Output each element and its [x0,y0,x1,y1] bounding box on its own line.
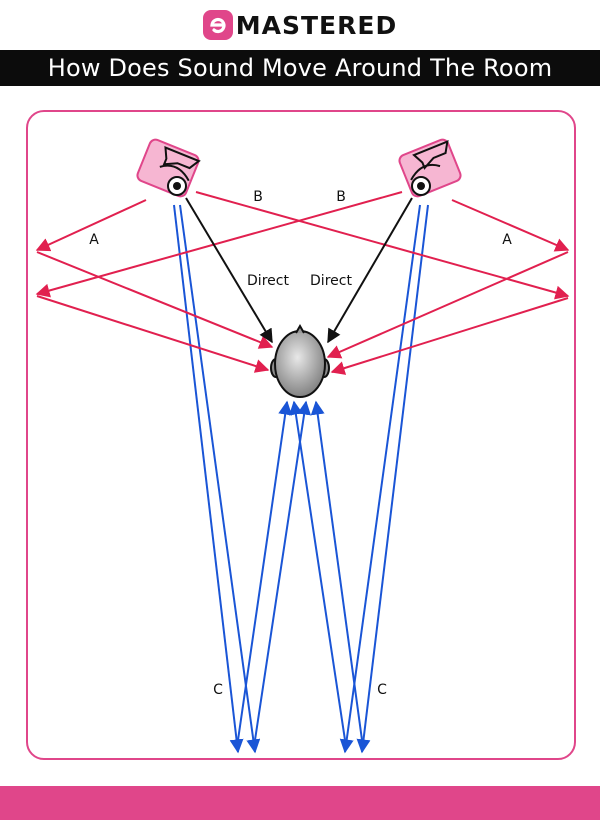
label-b-left: B [253,189,263,205]
ray-c-right-3 [288,400,346,741]
direct-paths [185,197,413,344]
label-a-left: A [89,232,99,248]
ray-c-right-2 [356,204,429,754]
ray-c-left-4 [254,400,312,741]
footer-bar [0,786,600,820]
label-a-right: A [502,232,512,248]
room-outline [26,110,576,760]
ray-direct-left [185,197,273,344]
brand-logo-icon [202,10,233,40]
label-c-right: C [377,682,387,698]
back-reflections [173,204,429,754]
ray-b-right-out [35,191,403,298]
side-reflections [35,191,570,375]
ray-c-left-1 [173,204,244,754]
label-direct-left: Direct [247,273,289,289]
ray-c-left-2 [179,204,261,754]
ray-a-right-out [451,199,570,252]
speaker-left-icon [136,138,201,198]
ray-b-left-in [330,297,569,375]
label-b-right: B [336,189,346,205]
ray-a-left-out [35,199,147,252]
title-bar: How Does Sound Move Around The Room [0,50,600,86]
ray-a-left-in [36,251,274,349]
listener-head-icon [270,323,330,398]
ray-direct-right [327,197,413,344]
ray-c-right-1 [339,204,421,754]
page-title: How Does Sound Move Around The Room [47,54,553,82]
speaker-right-icon [398,138,462,198]
label-direct-right: Direct [310,273,352,289]
ray-c-left-3 [237,400,293,741]
brand-name: MASTERED [235,10,398,40]
ray-b-right-in [36,295,270,373]
ray-a-right-in [326,251,569,359]
label-c-left: C [213,682,223,698]
ray-c-right-4 [310,400,363,741]
brand-e-glyph [210,17,226,34]
brand-header: MASTERED [0,0,600,50]
